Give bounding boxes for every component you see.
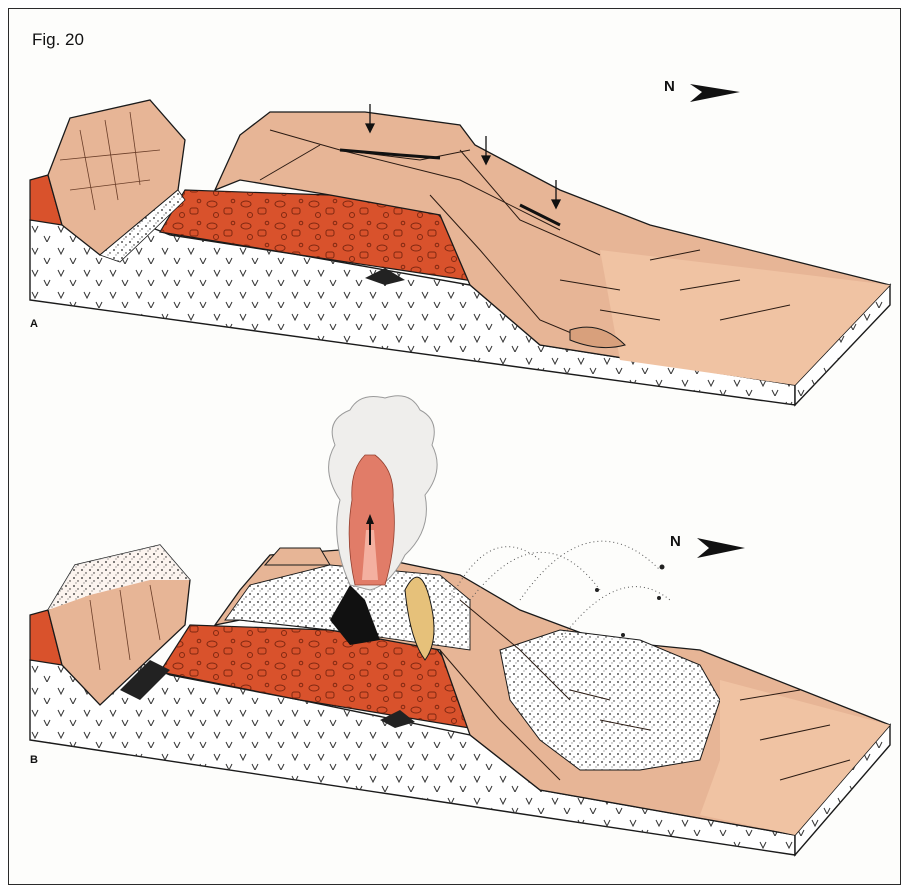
panel-a-diagram <box>30 84 890 405</box>
eruption-plume-icon <box>329 396 438 590</box>
north-arrow-icon <box>690 84 740 102</box>
panel-b-diagram <box>30 396 890 855</box>
north-arrow-icon <box>697 538 745 558</box>
